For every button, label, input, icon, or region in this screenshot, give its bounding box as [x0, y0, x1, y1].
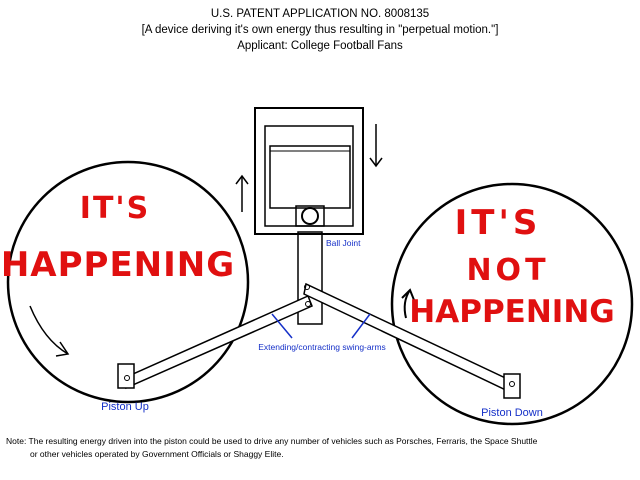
- rotation-arrow-left-icon: [29, 305, 70, 357]
- ball-joint-ball: [301, 207, 319, 225]
- header: U.S. PATENT APPLICATION NO. 8008135 [A d…: [0, 6, 640, 54]
- piston-head: [269, 145, 351, 209]
- center-pivot-pin-low: [305, 301, 311, 307]
- left-wheel-line1: IT'S: [80, 191, 150, 226]
- footnote-line1: Note: The resulting energy driven into t…: [6, 436, 538, 446]
- piston-housing-inner: [264, 125, 354, 227]
- piston-up-label: Piston Up: [101, 401, 149, 413]
- piston-rod: [297, 231, 323, 325]
- right-wheel-line1: IT'S: [455, 203, 542, 243]
- patent-subtitle: [A device deriving it's own energy thus …: [141, 24, 499, 36]
- right-wheel-line2: NOT: [466, 253, 549, 288]
- footnote: Note: The resulting energy driven into t…: [6, 435, 636, 461]
- swing-arm-callout-right: [351, 313, 371, 339]
- right-wheel-line3: HAPPENING: [409, 294, 614, 330]
- patent-title: U.S. PATENT APPLICATION NO. 8008135: [210, 8, 430, 20]
- right-wheel: [390, 182, 634, 426]
- footnote-line2: or other vehicles operated by Government…: [30, 449, 284, 459]
- swing-arms-label: Extending/contracting swing-arms: [258, 342, 386, 352]
- piston-housing-outer: [254, 107, 364, 235]
- ball-joint-label: Ball Joint: [326, 238, 361, 248]
- applicant-line: Applicant: College Football Fans: [237, 40, 403, 52]
- swing-arm-callout-left: [271, 313, 293, 339]
- ball-joint-socket: [295, 205, 325, 227]
- arrow-up-icon: [235, 174, 249, 212]
- rotation-arrow-right-icon: [401, 288, 415, 319]
- right-pivot-pin: [509, 381, 515, 387]
- left-wheel-line2: HAPPENING: [1, 245, 235, 285]
- piston-down-label: Piston Down: [481, 407, 543, 419]
- left-wheel: [6, 160, 250, 404]
- left-pivot-pin: [124, 375, 130, 381]
- arrow-down-icon: [369, 124, 383, 168]
- center-pivot-pin-high: [304, 284, 310, 290]
